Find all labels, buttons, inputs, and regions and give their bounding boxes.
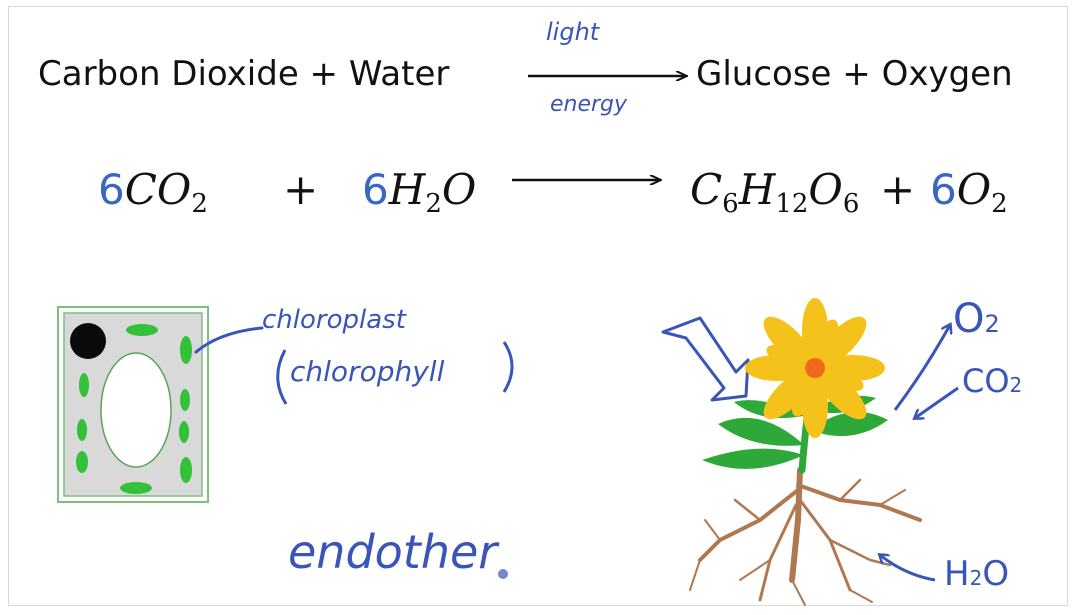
chem-o2: 6O2 xyxy=(930,165,1008,219)
chem-plus-2: + xyxy=(880,165,916,214)
chem-co2: 6CO2 xyxy=(98,165,208,219)
co2-arrow xyxy=(915,386,959,418)
o2-coefficient: 6 xyxy=(930,165,957,214)
chem-h2o: 6H2O xyxy=(362,165,477,219)
label-co2: CO2 xyxy=(962,362,1023,400)
chem-glucose: C6H12O6 xyxy=(690,165,860,219)
pen-cursor xyxy=(498,569,508,579)
h2o-coefficient: 6 xyxy=(362,165,389,214)
vacuole xyxy=(100,352,172,468)
word-equation-reactants: Carbon Dioxide + Water xyxy=(38,54,450,94)
nucleus xyxy=(70,323,106,359)
flower-petals xyxy=(745,298,885,438)
flower-center xyxy=(805,358,825,378)
label-h2o: H2O xyxy=(944,554,1010,594)
arrow-label-energy: energy xyxy=(550,92,628,117)
paren-left xyxy=(276,349,288,405)
co2-coefficient: 6 xyxy=(98,165,125,214)
label-endothermic: endother xyxy=(288,525,498,579)
label-chlorophyll: chlorophyll xyxy=(290,355,445,388)
h2o-arrow xyxy=(880,555,936,582)
chloroplasts xyxy=(76,324,192,494)
paren-right xyxy=(502,341,514,393)
o2-arrow xyxy=(893,325,950,411)
label-chloroplast: chloroplast xyxy=(262,305,406,335)
plant-roots xyxy=(689,467,922,606)
chem-plus-1: + xyxy=(283,165,319,214)
arrow-label-light: light xyxy=(546,18,600,46)
label-o2: O2 xyxy=(953,296,1000,342)
word-equation-products: Glucose + Oxygen xyxy=(696,54,1013,94)
plant-cell xyxy=(57,306,209,503)
sunlight-arrow xyxy=(661,316,750,402)
chloroplast-pointer xyxy=(194,326,264,354)
